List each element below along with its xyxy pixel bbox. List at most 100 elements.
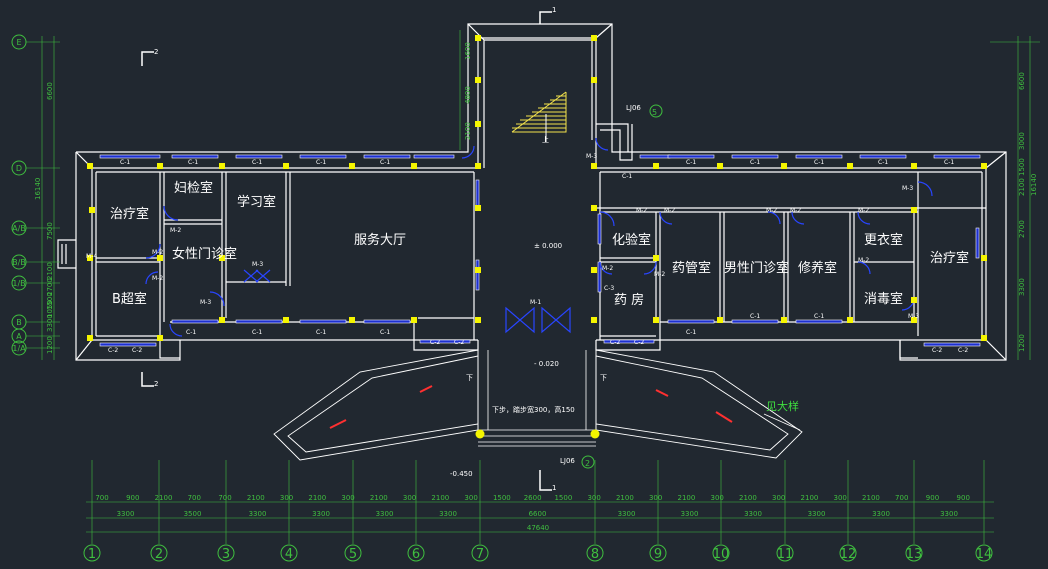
window-label: C-1 — [316, 159, 326, 166]
ramp-right-inner — [595, 355, 789, 451]
outer-wall-top — [76, 23, 1007, 361]
columns — [87, 35, 987, 341]
dim-value: 700 — [895, 494, 908, 502]
room-changing: 更衣室 — [864, 232, 903, 248]
window — [731, 319, 779, 324]
lj-top-num: 5 — [652, 108, 657, 117]
room-male-clinic: 男性门诊室 — [724, 260, 789, 276]
dim-value: 300 — [403, 494, 416, 502]
column — [219, 163, 225, 169]
window-label: C-1 — [686, 159, 696, 166]
stair-outline — [512, 92, 567, 133]
door-label: M-2 — [636, 207, 647, 214]
door-label: M-3 — [252, 261, 263, 268]
door-swing — [643, 261, 657, 275]
dim-value: 2100 — [677, 494, 695, 502]
column — [591, 267, 597, 273]
lj-top: LJ06 — [626, 104, 641, 112]
column — [283, 163, 289, 169]
dim-value: 300 — [772, 494, 785, 502]
window-label: C-3 — [604, 285, 614, 292]
room-drug-mgmt: 药管室 — [672, 260, 711, 276]
window — [475, 259, 480, 291]
hip — [985, 339, 1007, 361]
window-label: C-2 — [132, 347, 142, 354]
axis-label: 7 — [476, 547, 484, 562]
ramp-note: 下步，踏步宽300，高150 — [492, 405, 575, 414]
stair-label: 上 — [542, 135, 549, 144]
axis-bubble — [280, 544, 298, 562]
column — [717, 163, 723, 169]
door-swing — [461, 145, 475, 159]
section-marker-left-bottom: 2 — [154, 380, 158, 388]
window — [99, 342, 157, 347]
dim-value: 3300 — [808, 510, 826, 518]
column — [349, 163, 355, 169]
window-label: C-1 — [188, 159, 198, 166]
door-swing — [145, 271, 159, 285]
dim-value: 2100 — [308, 494, 326, 502]
dim-value: 900 — [126, 494, 139, 502]
column — [283, 317, 289, 323]
outer-wall-left — [75, 152, 181, 361]
room-service-hall: 服务大厅 — [354, 232, 406, 248]
column — [911, 207, 917, 213]
column — [717, 317, 723, 323]
axis-label: 8 — [591, 547, 599, 562]
step — [159, 336, 180, 359]
dim-value: 2100 — [155, 494, 173, 502]
dim-value: 300 — [280, 494, 293, 502]
dim-value-right: 3000 — [1018, 132, 1026, 150]
dim-value: 3300 — [872, 510, 890, 518]
column — [653, 255, 659, 261]
door-label: M-2 — [654, 271, 665, 278]
column — [591, 35, 597, 41]
column — [981, 255, 987, 261]
window-label: C-1 — [120, 159, 130, 166]
column — [911, 297, 917, 303]
callout-leader — [763, 413, 801, 431]
door-label: M-4 — [86, 253, 97, 260]
dim-value-right: 1500 — [1018, 158, 1026, 176]
room-disinfection: 消毒室 — [864, 291, 903, 307]
window-label: C-1 — [380, 159, 390, 166]
column — [475, 121, 481, 127]
hip — [467, 23, 485, 41]
level-ground: ± 0.000 — [534, 242, 562, 250]
axis-bubble — [712, 544, 730, 562]
column-entrance-left — [475, 429, 485, 439]
dim-value-left: 1500 — [46, 292, 54, 310]
axis-label-left: 1/A — [12, 344, 26, 353]
dim-value-left: 16140 — [34, 178, 42, 200]
column — [475, 205, 481, 211]
dim-value: 3300 — [940, 510, 958, 518]
dim-value-left: 6600 — [46, 82, 54, 100]
axis-label: 6 — [412, 547, 420, 562]
axis-label: 14 — [976, 547, 993, 562]
dim-value: 900 — [926, 494, 939, 502]
column — [349, 317, 355, 323]
room-pharmacy: 药 房 — [614, 292, 644, 308]
dim-value: 2100 — [739, 494, 757, 502]
dim-value: 3300 — [744, 510, 762, 518]
window-label: C-1 — [814, 313, 824, 320]
dim-value: 900 — [957, 494, 970, 502]
window-label: C-1 — [750, 313, 760, 320]
column — [475, 163, 481, 169]
room-lab: 化验室 — [612, 232, 651, 248]
column — [911, 163, 917, 169]
door-label: M-2 — [602, 265, 613, 272]
section-marker-bottom: 1 — [552, 484, 556, 492]
column — [781, 163, 787, 169]
axis-label-left: E — [16, 38, 21, 47]
axis-bubble — [344, 544, 362, 562]
door-label: M-2 — [766, 207, 777, 214]
column — [847, 163, 853, 169]
window-label: C-2 — [454, 339, 464, 346]
dim-value: 2100 — [431, 494, 449, 502]
dim-value-left: 1050 — [46, 300, 54, 318]
window — [171, 154, 219, 159]
door-label: M-2 — [170, 227, 181, 234]
axis-label: 12 — [840, 547, 857, 562]
